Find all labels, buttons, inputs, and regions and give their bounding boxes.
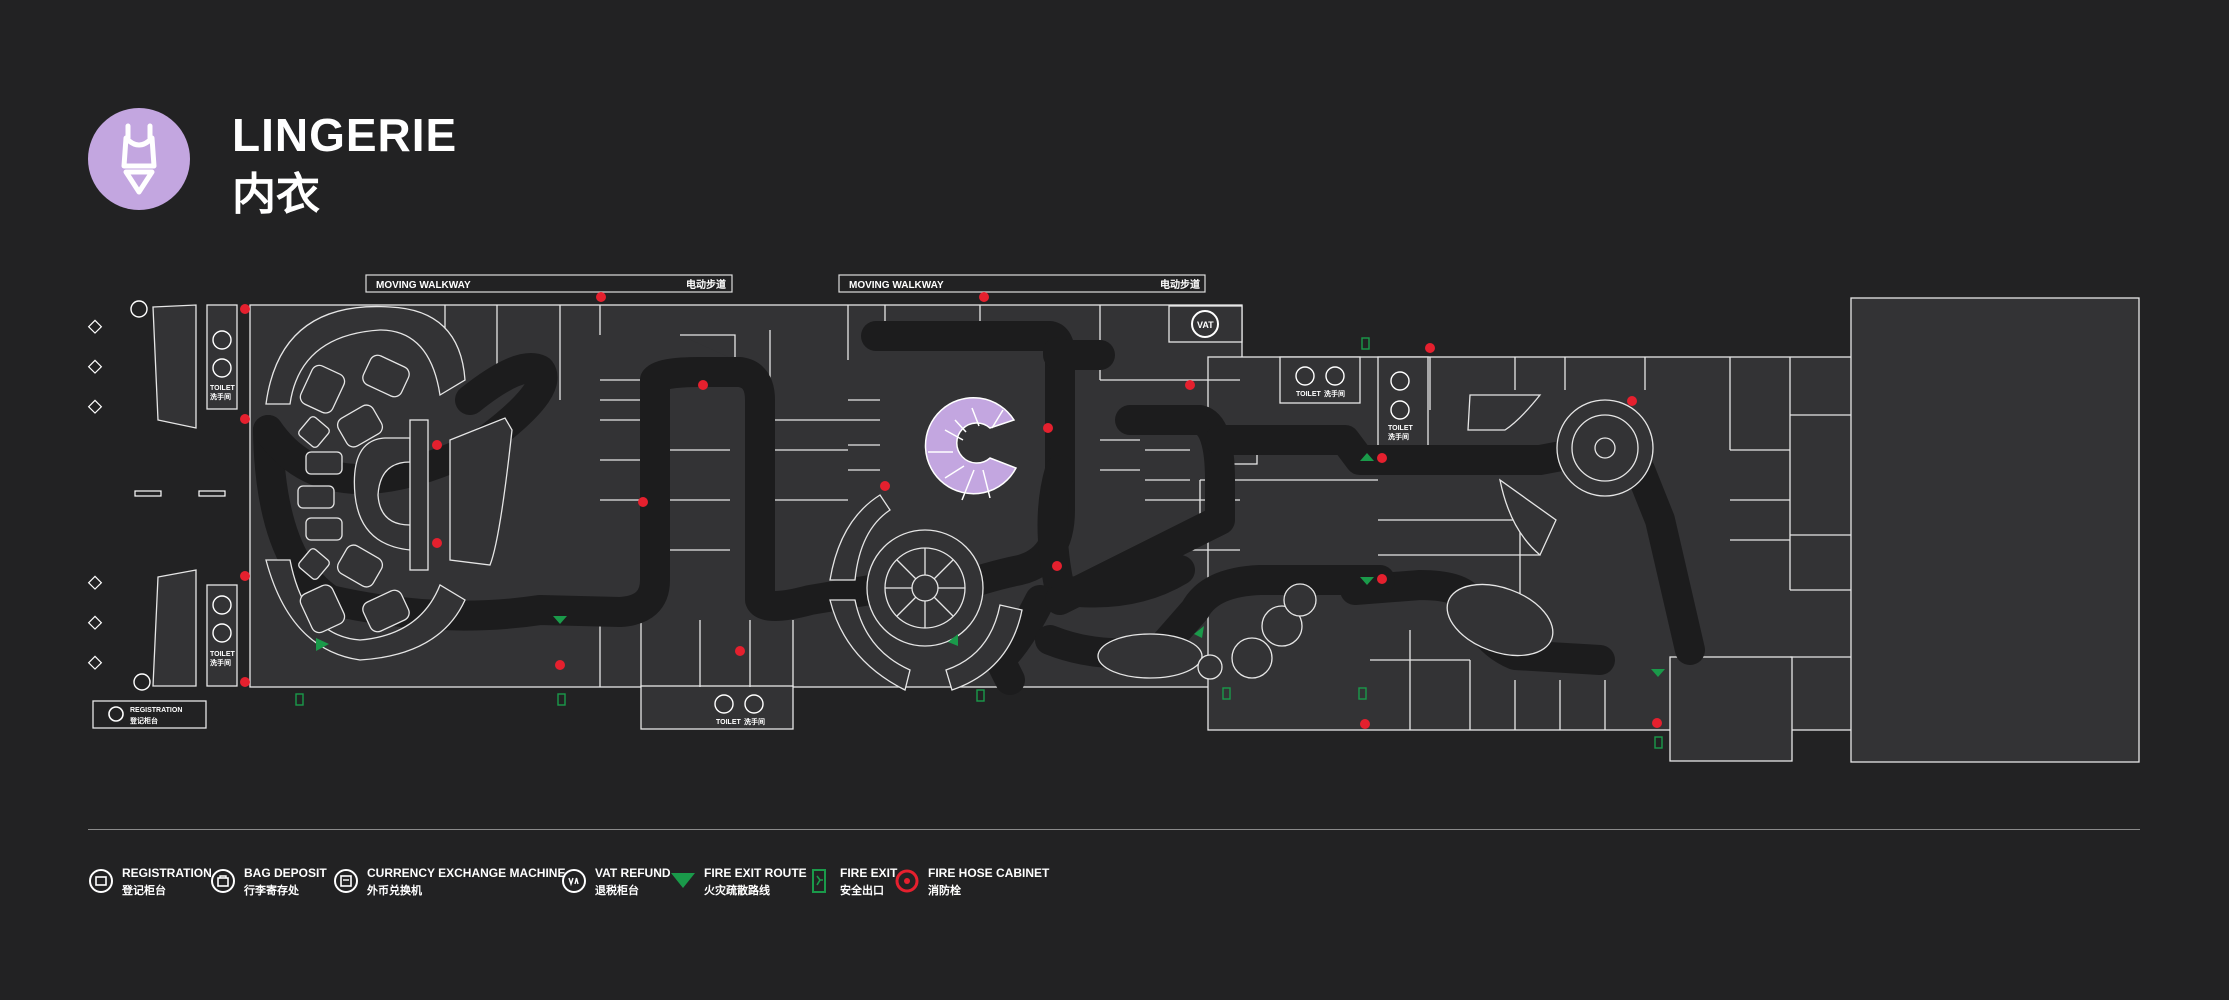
fire-exits (295, 337, 1663, 749)
fire-hose-icon (1185, 380, 1195, 390)
rotunda-west[interactable] (265, 305, 513, 661)
page-title-zh: 内衣 (232, 170, 320, 219)
rotunda-center[interactable] (829, 494, 1023, 691)
fire-exit-icon (1361, 337, 1370, 350)
bag-deposit-icon (130, 300, 151, 691)
fire-hose-icon (1627, 396, 1637, 406)
fire-hose-cabinets (240, 292, 1662, 729)
rotunda-east[interactable] (1097, 394, 1654, 680)
svg-text:电动步道: 电动步道 (686, 278, 726, 291)
fire-exit-route-icon (1651, 669, 1665, 677)
svg-text:VAT: VAT (1197, 320, 1214, 330)
entrance-marker (87, 319, 226, 670)
svg-text:电动步道: 电动步道 (1160, 278, 1200, 291)
toilet-sign: TOILET 洗手间 (210, 595, 235, 667)
svg-text:洗手间: 洗手间 (1324, 389, 1345, 398)
fire-exit-route-icon (1360, 453, 1374, 461)
fire-exit-route-icon (1360, 577, 1374, 585)
svg-text:REGISTRATION: REGISTRATION (130, 707, 182, 714)
fire-exit-icon (812, 869, 826, 893)
svg-text:TOILET: TOILET (716, 719, 741, 726)
toilet-sign: TOILET 洗手间 (210, 330, 235, 401)
vat-refund-icon (562, 869, 586, 893)
moving-walkway-1: MOVING WALKWAY 电动步道 (365, 274, 733, 293)
registration-counter[interactable]: REGISTRATION 登记柜台 (92, 700, 207, 729)
fire-hose-icon (638, 497, 648, 507)
vat-refund-counter[interactable]: VAT (1168, 305, 1243, 343)
legend-divider (88, 829, 2140, 830)
fire-exit-route-icon (1194, 626, 1204, 638)
fire-hose-icon (432, 440, 442, 450)
toilet-sign: TOILET 洗手间 (1295, 366, 1345, 398)
fire-hose-icon (555, 660, 565, 670)
fire-hose-icon (240, 571, 250, 581)
fire-hose-icon (1425, 343, 1435, 353)
svg-text:洗手间: 洗手间 (210, 392, 231, 401)
svg-text:MOVING WALKWAY: MOVING WALKWAY (376, 280, 471, 291)
fire-hose-icon (979, 292, 989, 302)
registration-icon (89, 869, 113, 893)
fire-hose-icon (1043, 423, 1053, 433)
fire-exit-icon (976, 689, 985, 702)
store-unit[interactable] (152, 569, 197, 687)
fire-hose-icon (240, 304, 250, 314)
toilet-block[interactable] (1279, 356, 1361, 404)
fire-hose-icon (1052, 561, 1062, 571)
fire-exit-route-icon (948, 634, 958, 646)
fire-hose-icon (1652, 718, 1662, 728)
fire-hose-icon (1377, 453, 1387, 463)
toilet-sign: TOILET 洗手间 (714, 694, 765, 726)
currency-exchange-icon (334, 869, 358, 893)
fire-exit-icon (1358, 687, 1367, 700)
bag-deposit-icon (211, 869, 235, 893)
toilet-sign: TOILET 洗手间 (1388, 371, 1413, 441)
svg-text:洗手间: 洗手间 (744, 717, 765, 726)
svg-text:TOILET: TOILET (1388, 425, 1413, 432)
fire-hose-icon (432, 538, 442, 548)
fire-hose-icon (240, 677, 250, 687)
fire-exit-route-icon (553, 616, 567, 624)
fire-hose-cabinet-icon (895, 869, 919, 893)
fire-hose-icon (1377, 574, 1387, 584)
toilet-block[interactable] (206, 584, 238, 687)
fire-exit-routes (316, 453, 1665, 677)
fire-exit-route-icon (671, 873, 695, 888)
hall-area[interactable] (1850, 297, 2140, 763)
moving-walkway-2: MOVING WALKWAY 电动步道 (838, 274, 1206, 293)
toilet-block[interactable] (206, 304, 238, 410)
fire-hose-icon (596, 292, 606, 302)
fire-exit-icon (557, 693, 566, 706)
fire-exit-icon (1654, 736, 1663, 749)
svg-text:TOILET: TOILET (1296, 391, 1321, 398)
toilet-block[interactable] (640, 685, 794, 730)
fire-hose-icon (698, 380, 708, 390)
store-unit[interactable] (152, 304, 197, 429)
svg-text:登记柜台: 登记柜台 (129, 716, 158, 725)
fire-hose-icon (1360, 719, 1370, 729)
fire-exit-route-icon (316, 638, 329, 651)
fire-exit-icon (1222, 687, 1231, 700)
fire-hose-icon (240, 414, 250, 424)
fire-hose-icon (735, 646, 745, 656)
fire-exit-icon (295, 693, 304, 706)
lingerie-icon (88, 108, 190, 210)
fire-hose-icon (880, 481, 890, 491)
page-title: LINGERIE (232, 109, 458, 161)
store-unit[interactable] (1669, 656, 1793, 762)
svg-text:MOVING WALKWAY: MOVING WALKWAY (849, 280, 944, 291)
svg-text:洗手间: 洗手间 (1388, 432, 1409, 441)
svg-text:洗手间: 洗手间 (210, 658, 231, 667)
svg-text:TOILET: TOILET (210, 651, 235, 658)
svg-text:TOILET: TOILET (210, 385, 235, 392)
lingerie-store[interactable] (924, 397, 1018, 501)
